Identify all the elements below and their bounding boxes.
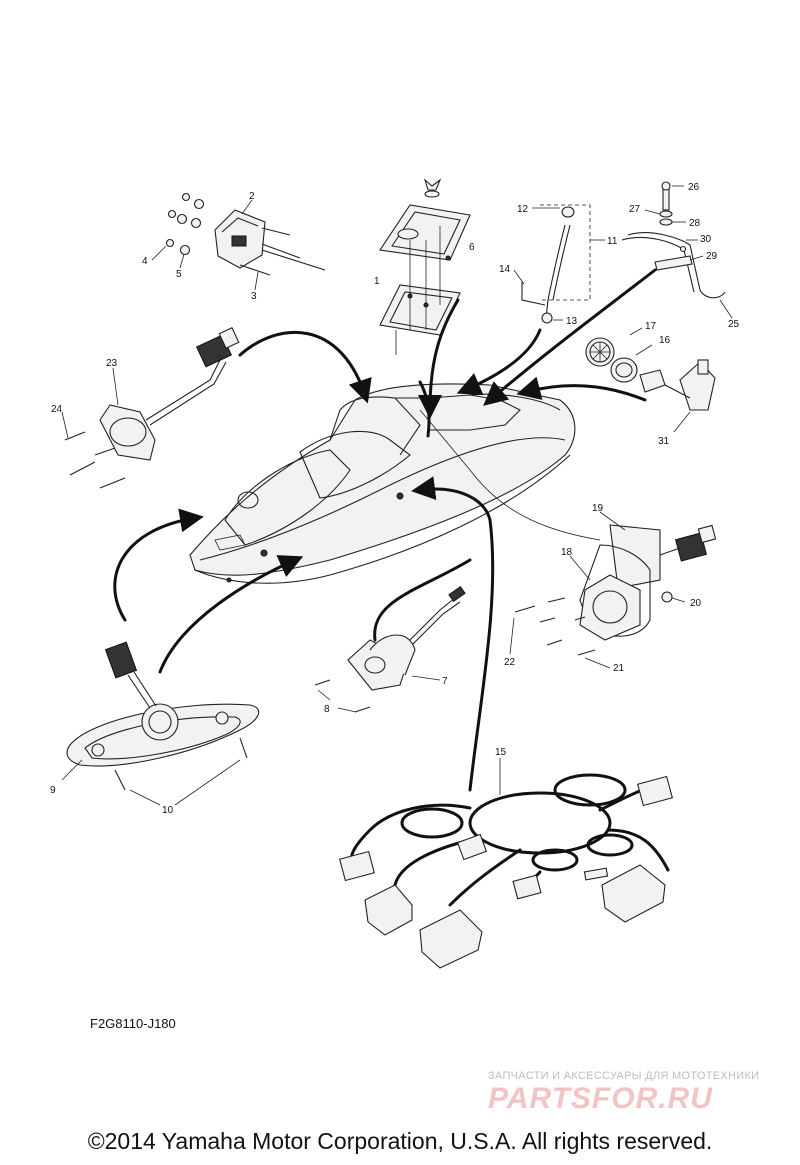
- copyright-notice: ©2014 Yamaha Motor Corporation, U.S.A. A…: [87, 1128, 713, 1154]
- callout-4: 4: [142, 256, 148, 267]
- callout-28: 28: [689, 218, 701, 229]
- wiring-harness: [338, 758, 674, 969]
- breather-tube-assembly: [513, 204, 605, 324]
- callout-3: 3: [251, 291, 257, 302]
- callout-10: 10: [162, 805, 174, 816]
- callout-31: 31: [658, 436, 670, 447]
- watermark-logo: PARTSFOR.RU: [488, 1082, 713, 1115]
- callout-23: 23: [106, 358, 118, 369]
- bow-light-assembly: [61, 641, 260, 806]
- callout-29: 29: [706, 251, 718, 262]
- sensor-assembly: [585, 327, 716, 433]
- callout-22: 22: [504, 657, 516, 668]
- callout-20: 20: [690, 598, 702, 609]
- cylinder-light-assembly: [314, 586, 466, 713]
- callout-8: 8: [324, 704, 330, 715]
- routing-arrows: [113, 268, 657, 792]
- callout-9: 9: [50, 785, 56, 796]
- callout-26: 26: [688, 182, 700, 193]
- callout-18: 18: [561, 547, 573, 558]
- callout-7: 7: [442, 676, 448, 687]
- callout-24: 24: [51, 404, 63, 415]
- callout-21: 21: [613, 663, 625, 674]
- callout-25: 25: [728, 319, 740, 330]
- callout-14: 14: [499, 264, 511, 275]
- callout-16: 16: [659, 335, 671, 346]
- callout-2: 2: [249, 191, 255, 202]
- callout-labels: 1 2 3 4 5 6 7 8 9 10 11 12 13 14 15 16 1…: [50, 182, 740, 816]
- callout-17: 17: [645, 321, 657, 332]
- callout-12: 12: [517, 204, 529, 215]
- callout-5: 5: [176, 269, 182, 280]
- callout-13: 13: [566, 316, 578, 327]
- vent-hose-assembly: [621, 181, 733, 319]
- switch-bracket-assembly: [151, 192, 326, 291]
- hatch-plate-assembly: [379, 178, 471, 355]
- callout-15: 15: [495, 747, 507, 758]
- callout-30: 30: [700, 234, 712, 245]
- callout-27: 27: [629, 204, 641, 215]
- drawing-code: F2G8110-J180: [90, 1016, 176, 1031]
- callout-6: 6: [469, 242, 475, 253]
- boat-hull: [189, 383, 576, 584]
- left-flange-assembly: [61, 327, 240, 489]
- callout-19: 19: [592, 503, 604, 514]
- watermark-tagline: ЗАПЧАСТИ И АКСЕССУАРЫ ДЛЯ МОТОТЕХНИКИ: [488, 1070, 760, 1082]
- callout-11: 11: [607, 236, 618, 247]
- right-flange-assembly: [509, 511, 717, 669]
- callout-1: 1: [374, 276, 380, 287]
